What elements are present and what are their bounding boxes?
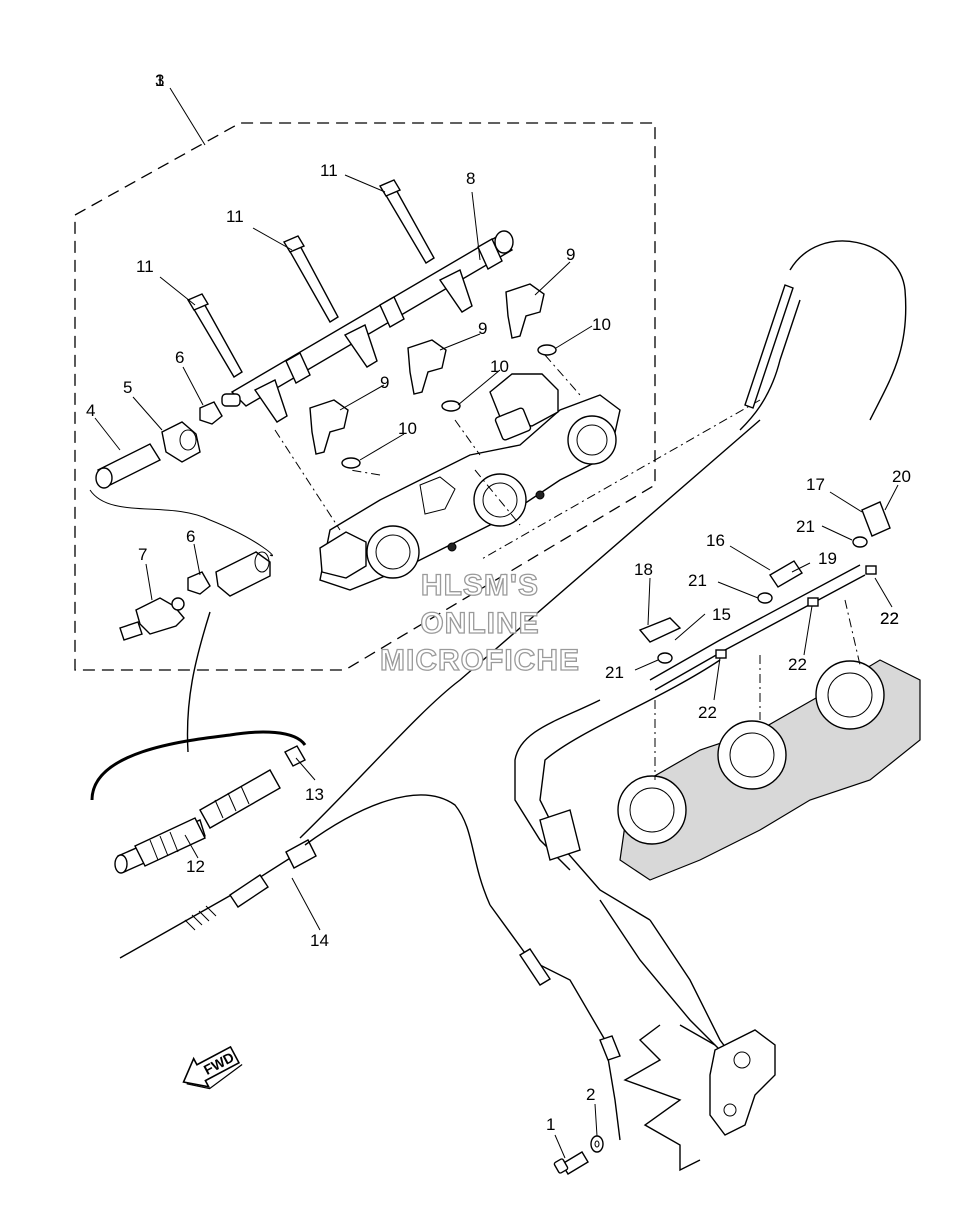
callout-label: 22 [880,609,899,628]
fwd-arrow-icon: FWD [182,1045,243,1090]
leader-line [349,469,381,476]
callout-label: 17 [806,475,825,494]
callout-label: 5 [123,378,132,397]
hose-fittings [89,401,273,641]
callout-label: 1 [155,71,164,90]
callout-label: 22 [788,655,807,674]
callout-label: 10 [592,315,611,334]
leader-line [474,469,521,526]
bolt-group [186,179,435,378]
callout-label: 4 [86,401,95,420]
callout-label: 6 [175,348,184,367]
detail-separator [90,730,307,801]
callout-label: 9 [566,245,575,264]
bolt-washer [553,1135,604,1175]
callout-label: 19 [818,549,837,568]
leader-line [454,419,481,456]
callout-label: 16 [706,531,725,550]
leader-line [544,354,581,396]
callout-label: 11 [136,257,154,276]
leader-line [274,429,341,531]
callout-label: 14 [310,931,329,950]
watermark: HLSM'S ONLINE MICROFICHE [379,568,580,677]
callout-label: 2 [586,1085,595,1104]
callout-label: 10 [398,419,417,438]
injector-group [309,283,557,469]
callout-label: 21 [605,663,624,682]
throttle-cable [119,240,907,1141]
hose-section-12 [114,745,306,874]
callout-label: 21 [688,571,707,590]
callout-label: 11 [320,161,338,180]
callout-label: 10 [490,357,509,376]
callout-label: 11 [226,207,244,226]
callout-label: 9 [380,373,389,392]
callout-label: 21 [796,517,815,536]
assembly-boundary [74,122,656,671]
detail-leader [186,611,211,753]
callout-label: 6 [186,527,195,546]
callout-label: 20 [892,467,911,486]
fuel-rail [221,230,514,423]
watermark-line: MICROFICHE [380,644,580,677]
callout-label: 1 [546,1115,555,1134]
callout-label: 8 [466,169,475,188]
callout-label: 18 [634,560,653,579]
callout-label: 15 [712,605,731,624]
watermark-line: HLSM'S [421,569,539,602]
callout-leaders [94,87,899,1159]
callout-label: 7 [138,545,147,564]
callout-label: 22 [880,609,899,628]
watermark-line: ONLINE [420,607,539,640]
oil-lines [514,501,891,1081]
callout-label: 9 [478,319,487,338]
callout-label: 13 [305,785,324,804]
callout-labels: 1 1 2 3 4 5 6 6 7 8 9 9 9 10 10 10 11 11… [86,71,911,1134]
callout-label: 12 [186,857,205,876]
engine-manifold [617,599,921,881]
callout-label: 3 [155,71,164,90]
throttle-body [319,373,621,591]
callout-label: 22 [698,703,717,722]
oil-pump [679,1024,776,1136]
break-line [623,1024,701,1172]
leader-line [479,399,761,561]
